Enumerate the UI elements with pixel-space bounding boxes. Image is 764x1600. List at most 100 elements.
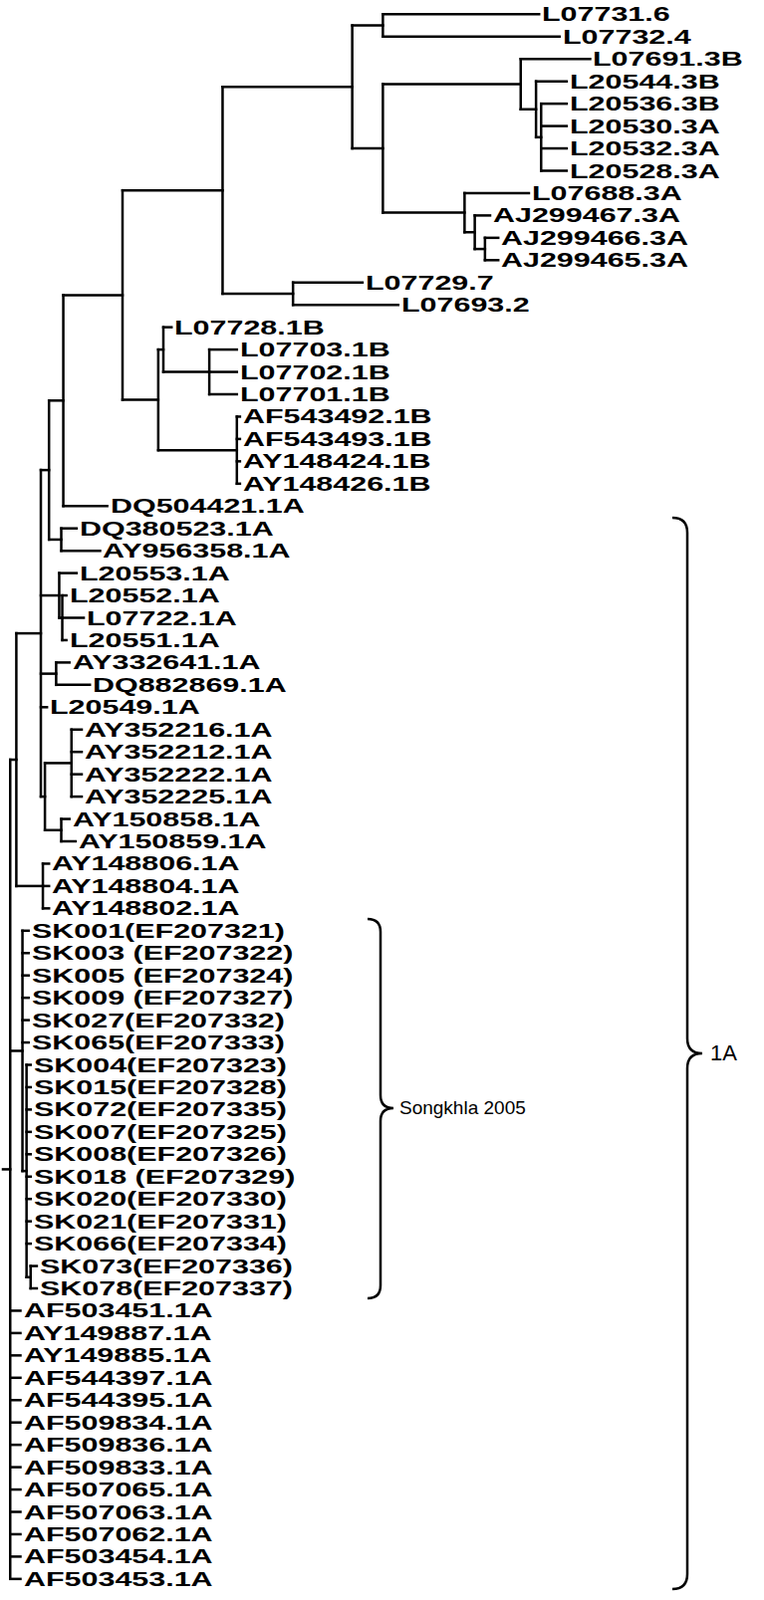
taxon-label: AY352212.1A bbox=[84, 741, 273, 764]
tree-branch bbox=[122, 398, 159, 402]
tree-branch bbox=[382, 211, 465, 215]
taxon-label: AF543492.1B bbox=[243, 405, 433, 428]
taxon-label: SK003 (EF207322) bbox=[31, 942, 293, 965]
taxon-label: AF544397.1A bbox=[23, 1367, 214, 1390]
tree-branch bbox=[464, 231, 475, 235]
taxon-label: L20530.3A bbox=[569, 115, 721, 138]
tree-branch bbox=[44, 829, 61, 833]
taxon-label: L07731.6 bbox=[541, 2, 671, 25]
taxon-label: AY149887.1A bbox=[23, 1322, 213, 1345]
taxon-label: L20549.1A bbox=[49, 696, 201, 719]
tree-branch bbox=[9, 1421, 20, 1425]
taxon-label: L20544.3B bbox=[569, 70, 721, 93]
tree-branch bbox=[464, 192, 529, 196]
taxon-label: AF507063.1A bbox=[23, 1502, 214, 1525]
taxon-label: L07732.4 bbox=[562, 25, 692, 48]
tree-branch bbox=[9, 1511, 20, 1515]
tree-branch bbox=[122, 189, 223, 193]
tree-branch bbox=[9, 1555, 20, 1559]
curly-bracket bbox=[367, 919, 394, 1299]
taxon-label: AF544395.1A bbox=[23, 1389, 214, 1412]
taxon-label: AY148804.1A bbox=[51, 875, 241, 898]
tree-branch bbox=[222, 292, 293, 296]
tree-branch bbox=[9, 1466, 20, 1470]
tree-branch bbox=[209, 370, 238, 374]
taxon-label: AF543493.1B bbox=[243, 428, 433, 451]
taxon-label: L07703.1B bbox=[240, 338, 391, 361]
tree-branch bbox=[9, 1377, 20, 1381]
tree-branch bbox=[58, 571, 76, 575]
taxon-label: AY352225.1A bbox=[84, 785, 273, 808]
taxon-label: SK018 (EF207329) bbox=[33, 1166, 295, 1189]
tree-branch bbox=[292, 281, 363, 285]
taxon-label: L20536.3B bbox=[569, 92, 721, 115]
tree-branch bbox=[475, 214, 491, 218]
taxon-label: SK009 (EF207327) bbox=[31, 987, 293, 1010]
taxon-label: AJ299467.3A bbox=[493, 204, 681, 227]
taxon-label: SK005 (EF207324) bbox=[31, 965, 293, 988]
tree-branch bbox=[485, 258, 499, 262]
tree-branch bbox=[15, 632, 41, 636]
tree-branch bbox=[9, 1444, 20, 1448]
tree-branch bbox=[9, 1489, 20, 1493]
taxon-label: SK020(EF207330) bbox=[33, 1188, 287, 1211]
taxon-label: L20553.1A bbox=[79, 562, 231, 585]
taxon-label: AJ299465.3A bbox=[501, 249, 689, 271]
taxon-label: AF503454.1A bbox=[23, 1545, 214, 1568]
taxon-label: SK015(EF207328) bbox=[33, 1076, 287, 1099]
taxon-label: AF509833.1A bbox=[23, 1457, 214, 1480]
taxon-label: DQ504421.1A bbox=[110, 495, 305, 517]
taxon-label: SK004(EF207323) bbox=[33, 1054, 287, 1077]
taxon-label: AF507065.1A bbox=[23, 1479, 214, 1502]
tree-branch bbox=[520, 57, 591, 61]
taxon-label: AY148426.1B bbox=[243, 473, 432, 496]
taxon-label: AY149885.1A bbox=[23, 1344, 213, 1367]
tree-branch bbox=[382, 35, 559, 39]
taxon-label: AY352222.1A bbox=[84, 764, 273, 786]
taxon-label: L07722.1A bbox=[86, 607, 238, 630]
tree-branch bbox=[55, 684, 90, 688]
taxon-label: DQ882869.1A bbox=[92, 674, 287, 697]
tree-branch bbox=[9, 1332, 20, 1336]
tree-branch bbox=[62, 616, 85, 620]
tree-branch bbox=[209, 348, 238, 352]
tree-branch bbox=[61, 840, 76, 844]
taxon-label: AY148424.1B bbox=[243, 450, 432, 473]
taxon-label: L07691.3B bbox=[592, 47, 744, 70]
taxon-label: L07688.3A bbox=[531, 182, 683, 205]
tree-branch bbox=[163, 370, 210, 374]
tree-branch bbox=[48, 399, 63, 403]
taxon-label: AF509836.1A bbox=[23, 1434, 214, 1457]
tree-branch bbox=[9, 1399, 20, 1403]
taxon-label: AY150858.1A bbox=[72, 808, 261, 831]
taxon-label: AF507062.1A bbox=[23, 1524, 214, 1546]
tree-branch bbox=[61, 549, 101, 553]
taxon-label: AY332641.1A bbox=[72, 651, 261, 674]
tree-branch bbox=[540, 147, 567, 151]
taxon-label: L07693.2 bbox=[401, 293, 530, 316]
taxon-label: L07728.1B bbox=[174, 316, 325, 339]
tree-branch bbox=[63, 293, 123, 297]
taxon-label: SK007(EF207325) bbox=[33, 1121, 287, 1144]
curly-bracket bbox=[672, 517, 703, 1590]
taxon-label: SK078(EF207337) bbox=[39, 1277, 293, 1300]
taxon-label: AF509834.1A bbox=[23, 1412, 214, 1435]
tree-branch bbox=[9, 1533, 20, 1537]
group-label: 1A bbox=[710, 1040, 738, 1067]
tree-branch bbox=[44, 762, 72, 765]
tree-branch bbox=[382, 12, 539, 16]
tree-branch bbox=[540, 169, 567, 173]
tree-branch bbox=[485, 237, 499, 241]
tree-branch bbox=[15, 885, 43, 889]
tree-branch bbox=[9, 1354, 20, 1358]
tree-branch bbox=[9, 1049, 22, 1053]
tree-branch bbox=[61, 526, 77, 530]
tree-branch bbox=[48, 538, 61, 542]
tree-branch bbox=[382, 82, 520, 86]
group-label: Songkhla 2005 bbox=[399, 1096, 526, 1121]
taxon-label: L07729.7 bbox=[365, 271, 495, 294]
tree-branch bbox=[158, 449, 238, 453]
taxon-label: L20532.3A bbox=[569, 137, 721, 160]
taxon-label: L07701.1B bbox=[240, 383, 391, 406]
taxon-label: SK072(EF207335) bbox=[33, 1098, 287, 1121]
